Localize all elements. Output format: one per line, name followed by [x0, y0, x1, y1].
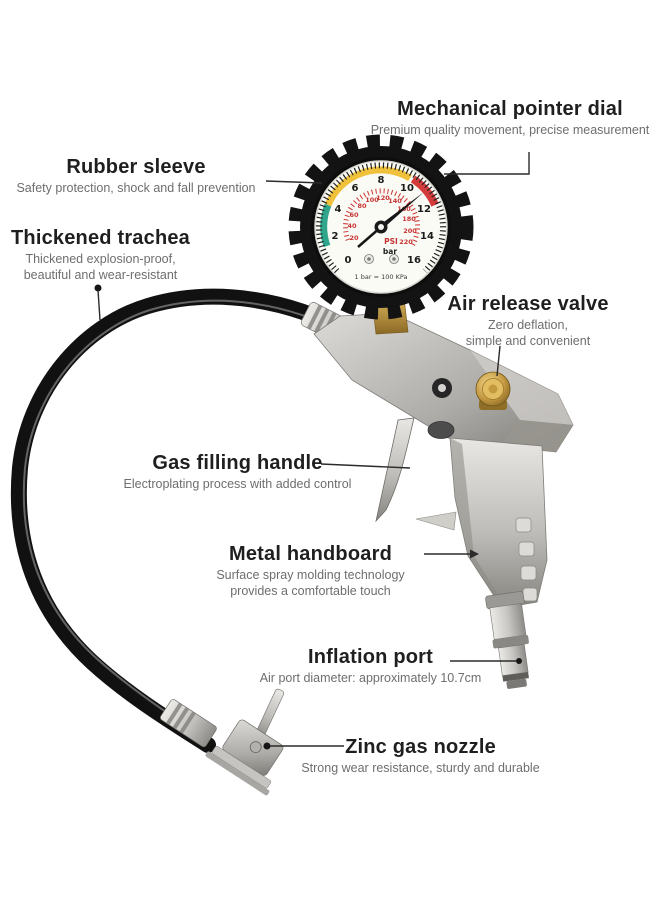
psi-tick-label: 40 [347, 222, 357, 230]
leader-gas-filling-handle [320, 463, 411, 469]
gun-handle-shade [450, 438, 504, 608]
psi-tick-label: 140 [388, 197, 402, 205]
calibration-screw-hole [367, 257, 371, 261]
zone-red [410, 175, 439, 207]
bar-unit-label: bar [383, 247, 397, 256]
psi-tick-label: 20 [349, 234, 359, 242]
grip-pad [520, 565, 537, 581]
hose-highlight [22, 299, 351, 740]
gauge-conversion-note: 1 bar = 100 KPa [355, 273, 408, 281]
gun-body-facet-light [470, 350, 573, 425]
bar-tick-label: 12 [417, 204, 431, 215]
hose-tube [10, 288, 356, 753]
psi-tick-label: 80 [357, 202, 367, 210]
air-hose [10, 288, 356, 753]
bar-tick-label: 8 [378, 175, 385, 186]
trigger [375, 417, 415, 523]
leader-inflation-port [450, 658, 522, 664]
rubber-sleeve-teeth [288, 134, 474, 320]
trigger-roller [427, 421, 455, 439]
psi-tick-label: 200 [403, 227, 417, 235]
bar-tick-label: 10 [400, 183, 414, 194]
zinc-gas-nozzle [205, 688, 285, 796]
psi-tick-label: 100 [365, 196, 379, 204]
leader-zinc-gas-nozzle [263, 742, 344, 750]
psi-unit-label: PSI [384, 237, 398, 246]
zone-green [320, 203, 332, 248]
nozzle-clip-plate-lower [205, 751, 270, 796]
hose-fitting-nozzle-end [160, 699, 217, 748]
psi-tick-label: 180 [402, 215, 416, 223]
bar-tick-label: 2 [332, 231, 339, 242]
leader-metal-handboard [424, 549, 479, 559]
nozzle-screw [249, 741, 262, 753]
leader-mechanical-pointer-dial [444, 152, 530, 175]
bar-tick-ring [316, 162, 446, 274]
bar-tick-label: 4 [335, 204, 342, 215]
bar-tick-label: 6 [352, 183, 359, 194]
inflator-gun [313, 297, 574, 689]
leader-thickened-trachea [94, 284, 102, 321]
pressure-gauge: 0 2 4 6 8 10 12 14 16 20 40 60 80 100 12… [288, 134, 474, 320]
calibration-screw-hole [392, 257, 396, 261]
leader-air-release-valve [496, 345, 501, 377]
pivot-screw-center [438, 384, 446, 392]
bar-tick-label: 0 [345, 255, 352, 266]
bar-tick-label: 14 [420, 231, 434, 242]
grip-pad [515, 517, 532, 533]
bar-tick-label: 16 [407, 255, 421, 266]
zone-yellow [324, 166, 412, 207]
gauge-needle [357, 192, 424, 248]
air-release-valve [475, 371, 511, 410]
grip-pad [522, 587, 538, 602]
leader-lines [94, 152, 530, 750]
gun-spur [415, 511, 457, 531]
psi-tick-label: 120 [376, 194, 390, 202]
inflation-port [485, 591, 529, 689]
psi-tick-label: 220 [399, 238, 413, 246]
psi-tick-label: 60 [349, 211, 359, 219]
grip-pad [518, 541, 535, 557]
leader-rubber-sleeve [265, 180, 323, 184]
valve-knob-center [488, 384, 498, 394]
